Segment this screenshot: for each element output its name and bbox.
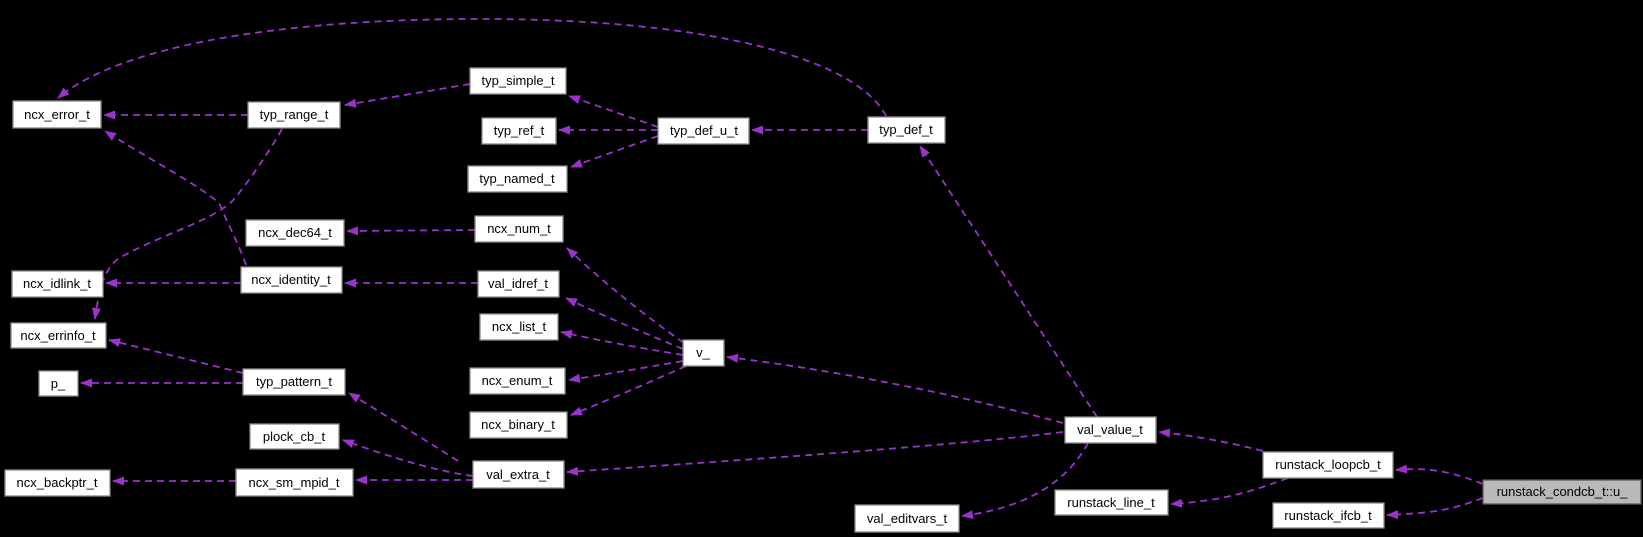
edge-v_-to-ncx_num_t <box>566 247 685 344</box>
edge-ncx_num_t-to-ncx_dec64_t <box>346 226 476 236</box>
node-ncx-errinfo-t[interactable]: ncx_errinfo_t <box>10 322 107 349</box>
node-runstack-ifcb-t[interactable]: runstack_ifcb_t <box>1272 502 1385 529</box>
edge-v_-to-ncx_enum_t <box>568 360 684 383</box>
node-label: plock_cb_t <box>263 429 326 444</box>
node-typ-pattern-t[interactable]: typ_pattern_t <box>242 368 346 396</box>
node-ncx-enum-t[interactable]: ncx_enum_t <box>469 367 566 395</box>
node-label: ncx_num_t <box>487 221 551 236</box>
edge-val_extra_t-to-typ_pattern_t <box>348 392 459 462</box>
edge-v_-to-ncx_binary_t <box>570 365 687 416</box>
node-val-editvars-t[interactable]: val_editvars_t <box>854 504 960 533</box>
node-typ-simple-t[interactable]: typ_simple_t <box>469 67 567 95</box>
node-label: val_value_t <box>1077 422 1143 437</box>
edge-typ_simple_t-to-typ_range_t <box>344 83 471 108</box>
node-typ-range-t[interactable]: typ_range_t <box>247 101 341 129</box>
edge-runstack_loopcb_t-to-runstack_line_t <box>1170 477 1289 508</box>
edge-typ_def_u_t-to-typ_simple_t <box>568 95 659 128</box>
node-label: typ_def_t <box>879 122 933 137</box>
node-label: runstack_ifcb_t <box>1284 508 1372 523</box>
node-runstack-line-t[interactable]: runstack_line_t <box>1054 489 1169 516</box>
node-val-idref-t[interactable]: val_idref_t <box>477 270 560 298</box>
node-ncx-identity-t[interactable]: ncx_identity_t <box>240 266 343 294</box>
edge-ncx_identity_t-to-ncx_error_t <box>104 130 247 266</box>
node-plock-cb-t[interactable]: plock_cb_t <box>249 423 340 450</box>
edge-runstack_loopcb_t-to-val_value_t <box>1158 428 1264 452</box>
node-label: ncx_dec64_t <box>258 225 332 240</box>
node-ncx-binary-t[interactable]: ncx_binary_t <box>469 411 568 439</box>
node-typ-named-t[interactable]: typ_named_t <box>467 165 568 193</box>
node-label: ncx_errinfo_t <box>20 328 96 343</box>
node-label: ncx_backptr_t <box>17 475 98 490</box>
node-label: ncx_binary_t <box>481 417 555 432</box>
node-ncx-dec64-t[interactable]: ncx_dec64_t <box>245 219 345 247</box>
node-label: v_ <box>696 345 711 360</box>
node-label: ncx_idlink_t <box>23 276 91 291</box>
node-ncx-sm-mpid-t[interactable]: ncx_sm_mpid_t <box>235 468 354 497</box>
node-label: ncx_enum_t <box>482 373 553 388</box>
edge-typ_pattern_t-to-ncx_errinfo_t <box>108 338 244 374</box>
node-v[interactable]: v_ <box>682 339 725 367</box>
edge-typ_def_u_t-to-typ_named_t <box>570 135 659 168</box>
node-label: ncx_sm_mpid_t <box>248 475 339 490</box>
edge-runstack_condcb_t_u-to-runstack_ifcb_t <box>1386 497 1484 520</box>
node-runstack-condcb-t-u: runstack_condcb_t::u_ <box>1482 479 1642 505</box>
node-label: typ_named_t <box>479 171 555 186</box>
node-ncx-error-t[interactable]: ncx_error_t <box>12 100 102 129</box>
node-val-value-t[interactable]: val_value_t <box>1064 416 1157 444</box>
node-typ-ref-t[interactable]: typ_ref_t <box>481 117 557 145</box>
edge-val_extra_t-to-plock_cb_t <box>342 439 474 477</box>
node-label: val_extra_t <box>486 467 550 482</box>
node-val-extra-t[interactable]: val_extra_t <box>472 460 565 489</box>
edge-v_-to-val_idref_t <box>565 297 684 350</box>
node-label: typ_def_u_t <box>670 123 738 138</box>
edge-v_-to-ncx_list_t <box>560 329 684 356</box>
edge-val_value_t-to-v_ <box>726 353 1064 424</box>
node-label: typ_simple_t <box>482 73 555 88</box>
node-typ-def-t[interactable]: typ_def_t <box>867 116 946 144</box>
node-typ-def-u-t[interactable]: typ_def_u_t <box>657 117 750 145</box>
node-label: typ_pattern_t <box>256 374 332 389</box>
node-label: ncx_identity_t <box>251 272 331 287</box>
node-label: ncx_list_t <box>492 319 547 334</box>
node-ncx-idlink-t[interactable]: ncx_idlink_t <box>11 270 104 298</box>
edge-typ_range_t-to-ncx_errinfo_t <box>91 128 283 320</box>
edge-runstack_condcb_t_u-to-runstack_loopcb_t <box>1395 464 1484 485</box>
node-label: runstack_line_t <box>1067 495 1155 510</box>
edge-val_value_t-to-val_extra_t <box>566 431 1064 476</box>
node-label: typ_range_t <box>260 107 329 122</box>
edge-val_value_t-to-typ_def_t <box>919 145 1098 418</box>
node-label: ncx_error_t <box>24 107 90 122</box>
node-runstack-loopcb-t[interactable]: runstack_loopcb_t <box>1262 451 1394 479</box>
node-ncx-num-t[interactable]: ncx_num_t <box>474 215 564 243</box>
node-ncx-list-t[interactable]: ncx_list_t <box>479 313 559 341</box>
node-label: runstack_condcb_t::u_ <box>1497 484 1629 499</box>
edge-val_value_t-to-val_editvars_t <box>961 442 1089 520</box>
node-label: typ_ref_t <box>494 123 545 138</box>
node-label: val_editvars_t <box>867 511 948 526</box>
edge-group <box>57 18 1484 520</box>
node-p[interactable]: p_ <box>38 370 79 397</box>
node-label: p_ <box>51 376 66 391</box>
node-label: runstack_loopcb_t <box>1275 457 1381 472</box>
node-ncx-backptr-t[interactable]: ncx_backptr_t <box>4 469 111 497</box>
node-label: val_idref_t <box>488 276 548 291</box>
